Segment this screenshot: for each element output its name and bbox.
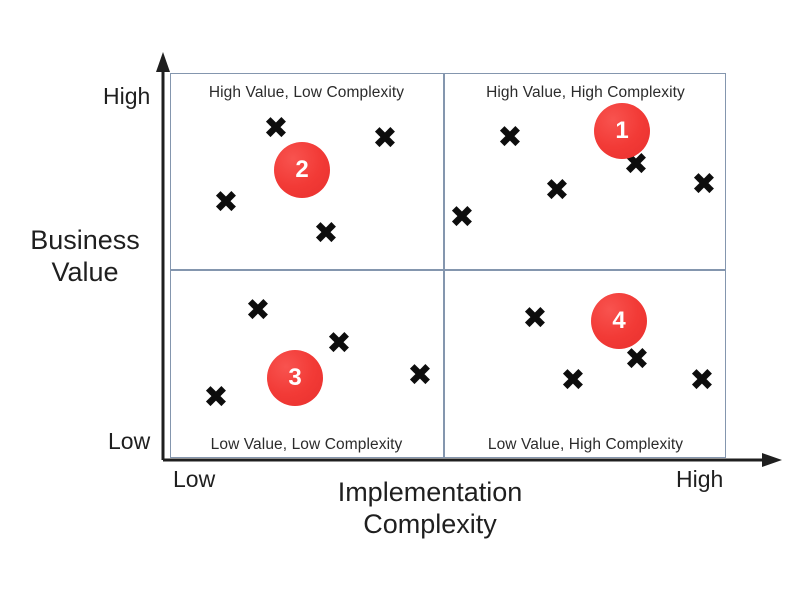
matrix-vertical-divider xyxy=(443,73,445,458)
scatter-marker: ✖ xyxy=(263,111,289,146)
x-tick-low: Low xyxy=(173,466,216,492)
quadrant-label-low-value-low-complexity: Low Value, Low Complexity xyxy=(210,436,403,453)
scatter-marker: ✖ xyxy=(689,363,715,398)
priority-bubble-4[interactable]: 4 xyxy=(591,293,647,349)
priority-bubble-2[interactable]: 2 xyxy=(274,142,330,198)
scatter-marker: ✖ xyxy=(213,185,239,220)
scatter-marker: ✖ xyxy=(245,293,271,328)
x-tick-high: High xyxy=(676,466,724,492)
scatter-marker: ✖ xyxy=(691,167,717,202)
scatter-marker: ✖ xyxy=(313,216,339,251)
scatter-marker: ✖ xyxy=(449,200,475,235)
quadrant-label-high-value-high-complexity: High Value, High Complexity xyxy=(486,84,685,101)
y-tick-low: Low xyxy=(108,428,151,454)
scatter-marker: ✖ xyxy=(624,342,650,377)
scatter-marker: ✖ xyxy=(497,120,523,155)
priority-bubble-1[interactable]: 1 xyxy=(594,103,650,159)
y-axis-title: Business Value xyxy=(30,225,140,287)
scatter-marker: ✖ xyxy=(372,121,398,156)
quadrant-label-low-value-high-complexity: Low Value, High Complexity xyxy=(487,436,684,453)
y-tick-high: High xyxy=(103,83,151,109)
scatter-marker: ✖ xyxy=(522,301,548,336)
scatter-marker: ✖ xyxy=(560,363,586,398)
scatter-marker: ✖ xyxy=(326,326,352,361)
matrix-horizontal-divider xyxy=(170,269,726,271)
quadrant-label-high-value-low-complexity: High Value, Low Complexity xyxy=(208,84,405,101)
scatter-marker: ✖ xyxy=(544,173,570,208)
scatter-marker: ✖ xyxy=(407,358,433,393)
scatter-marker: ✖ xyxy=(203,380,229,415)
x-axis-title: Implementation Complexity xyxy=(337,477,523,539)
priority-bubble-3[interactable]: 3 xyxy=(267,350,323,406)
